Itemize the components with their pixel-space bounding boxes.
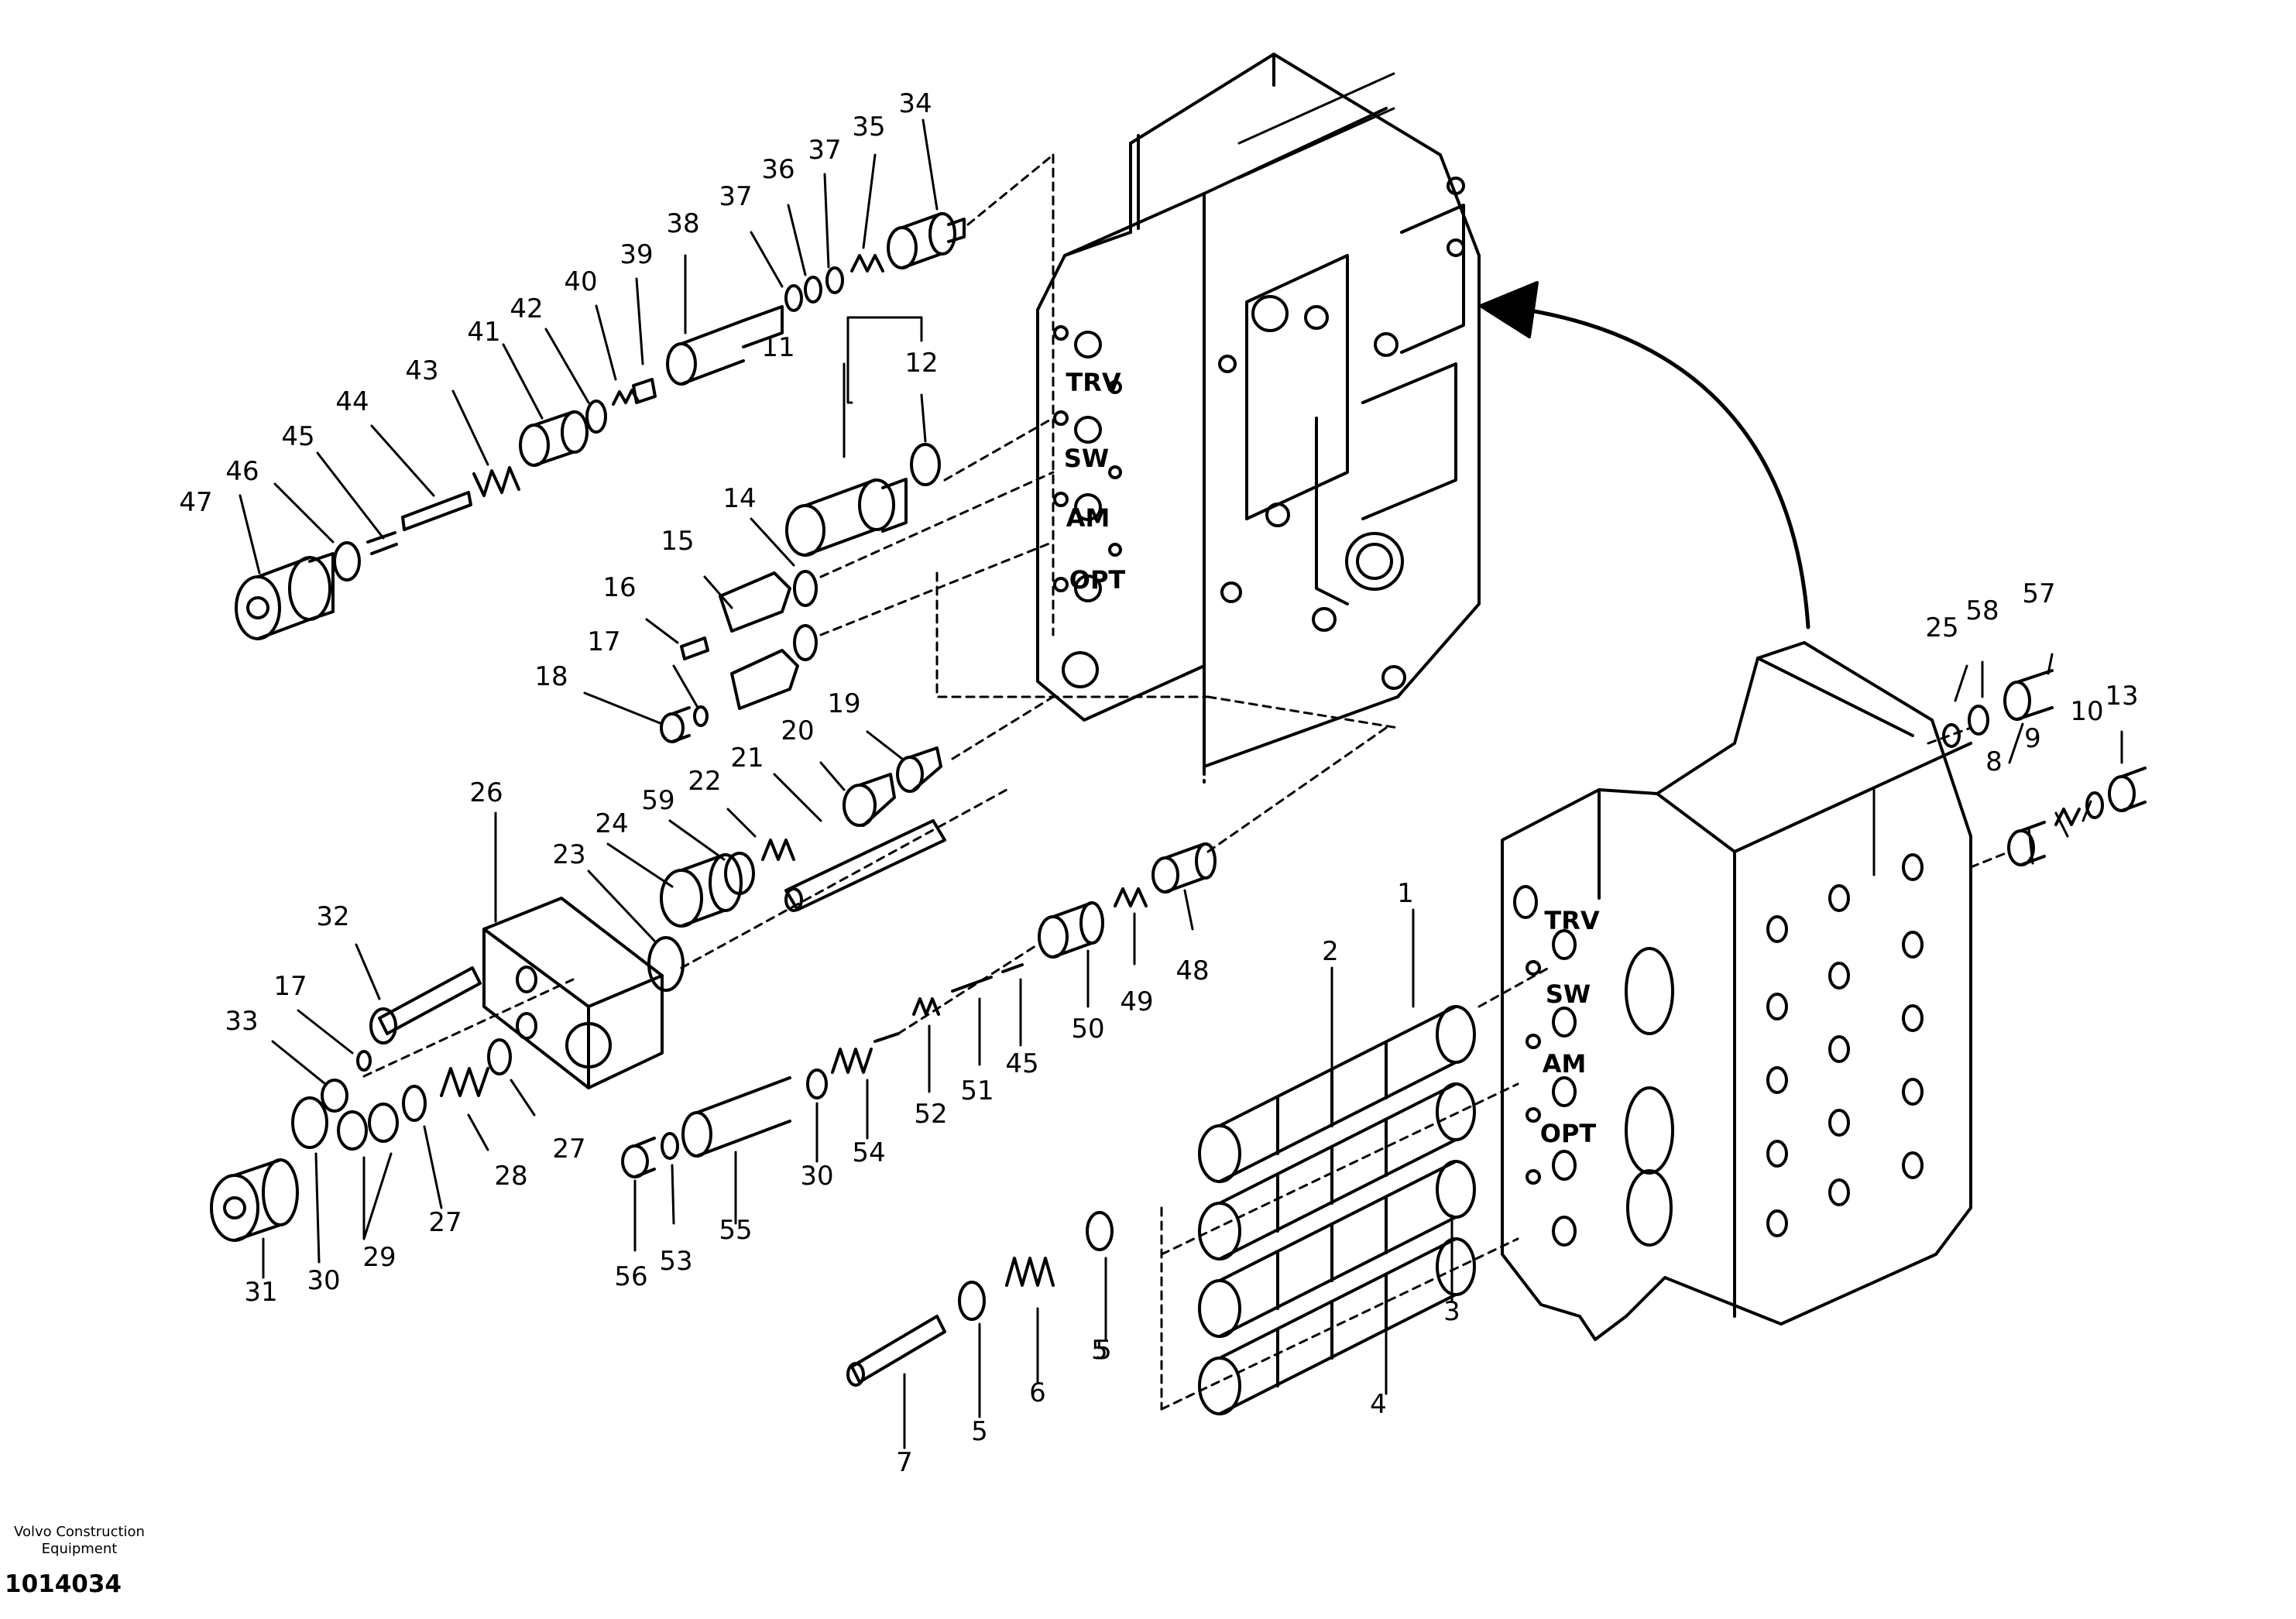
callout-45b: 45: [1005, 1048, 1038, 1079]
callout-14: 14: [722, 483, 756, 514]
callout-34: 34: [898, 88, 932, 119]
callout-44: 44: [335, 386, 369, 417]
callout-37b: 37: [719, 181, 752, 212]
callout-57: 57: [2022, 578, 2055, 609]
part-callouts: 1 2 3 4 5 5 5 6 7 8 9 10 11 12 13 14 15 …: [179, 88, 2138, 1478]
callout-31: 31: [244, 1277, 277, 1308]
callout-52: 52: [914, 1099, 947, 1130]
callout-21: 21: [730, 743, 764, 773]
callout-10: 10: [2070, 696, 2103, 727]
callout-5c: 5: [1091, 1335, 1108, 1366]
callout-51: 51: [960, 1075, 994, 1106]
callout-45a: 45: [281, 421, 314, 452]
upper-label-trv: TRV: [1066, 368, 1121, 397]
callout-5b: 5: [971, 1416, 988, 1447]
cover-plate-group: [210, 897, 664, 1242]
upper-label-opt: OPT: [1069, 565, 1126, 595]
callout-46: 46: [225, 456, 259, 487]
callout-42: 42: [510, 293, 543, 324]
callout-37a: 37: [808, 135, 841, 166]
lower-label-sw: SW: [1546, 979, 1591, 1009]
callout-12: 12: [904, 348, 938, 379]
callout-58: 58: [1965, 595, 1999, 626]
callout-50: 50: [1071, 1014, 1104, 1044]
callout-17a: 17: [587, 626, 620, 657]
callout-38: 38: [666, 208, 699, 239]
main-spools: [846, 966, 1550, 1415]
callout-29: 29: [362, 1242, 396, 1273]
callout-55: 55: [719, 1215, 752, 1246]
callout-9: 9: [2024, 723, 2041, 754]
callout-40: 40: [564, 266, 597, 297]
callout-33: 33: [225, 1006, 258, 1037]
callout-22: 22: [688, 766, 721, 797]
callout-16: 16: [602, 572, 636, 603]
callout-26: 26: [469, 777, 503, 808]
callout-25: 25: [1925, 612, 1958, 643]
housing-side-holes: [1766, 853, 1924, 1237]
spool-4: [1198, 1237, 1476, 1415]
callout-47: 47: [179, 487, 212, 518]
callout-35: 35: [852, 111, 885, 142]
callout-56: 56: [614, 1261, 647, 1292]
callout-24: 24: [595, 808, 628, 839]
callout-54: 54: [852, 1137, 885, 1168]
lower-label-am: AM: [1543, 1049, 1587, 1079]
callout-leaders: [239, 118, 2123, 1449]
callout-30a: 30: [307, 1265, 340, 1296]
callout-15: 15: [661, 526, 694, 557]
callout-27b: 27: [428, 1207, 462, 1238]
callout-4: 4: [1370, 1389, 1387, 1420]
callout-27a: 27: [552, 1134, 585, 1165]
callout-28: 28: [494, 1161, 527, 1192]
callout-36: 36: [761, 154, 795, 185]
housing-labels: TRV SW AM OPT TRV SW AM OPT: [1064, 368, 1600, 1148]
spool-3: [1198, 1160, 1476, 1338]
pilot-spool-assembly: [235, 153, 1055, 640]
callout-18: 18: [534, 661, 568, 692]
callout-7: 7: [896, 1447, 913, 1478]
diagram-artwork: [210, 53, 2147, 1449]
callout-13: 13: [2105, 681, 2138, 712]
callout-5a: 5: [1095, 1335, 1112, 1366]
callout-6: 6: [1029, 1377, 1046, 1408]
callout-53: 53: [659, 1246, 692, 1277]
upper-label-sw: SW: [1064, 444, 1109, 473]
callout-8: 8: [1985, 746, 2003, 777]
callout-19: 19: [827, 688, 860, 719]
orientation-arrow: [1479, 281, 1810, 629]
brand-name: Volvo Construction Equipment: [14, 1524, 145, 1557]
callout-41: 41: [467, 317, 500, 348]
relief-valve-group: [647, 417, 1399, 992]
callout-59: 59: [641, 785, 674, 816]
lower-valve-housing: [1501, 641, 1972, 1341]
callout-17b: 17: [273, 971, 307, 1002]
callout-48: 48: [1175, 955, 1209, 986]
callout-43: 43: [405, 355, 438, 386]
center-spool-group: [621, 726, 1388, 1178]
callout-20: 20: [781, 715, 814, 746]
callout-1: 1: [1397, 878, 1414, 909]
callout-23: 23: [552, 839, 585, 870]
callout-32: 32: [316, 901, 349, 932]
spool-2: [1198, 1082, 1476, 1261]
callout-39: 39: [619, 239, 653, 270]
end-cap-parts: [1927, 669, 2147, 869]
drawing-number: 1014034: [5, 1570, 122, 1598]
lower-label-trv: TRV: [1544, 906, 1599, 935]
callout-11: 11: [761, 332, 795, 363]
upper-valve-housing: [1036, 53, 1481, 784]
upper-label-am: AM: [1066, 503, 1110, 533]
lower-label-opt: OPT: [1540, 1119, 1597, 1148]
callout-49: 49: [1120, 986, 1153, 1017]
callout-30b: 30: [800, 1161, 833, 1192]
callout-2: 2: [1322, 936, 1339, 967]
callout-3: 3: [1443, 1296, 1460, 1327]
